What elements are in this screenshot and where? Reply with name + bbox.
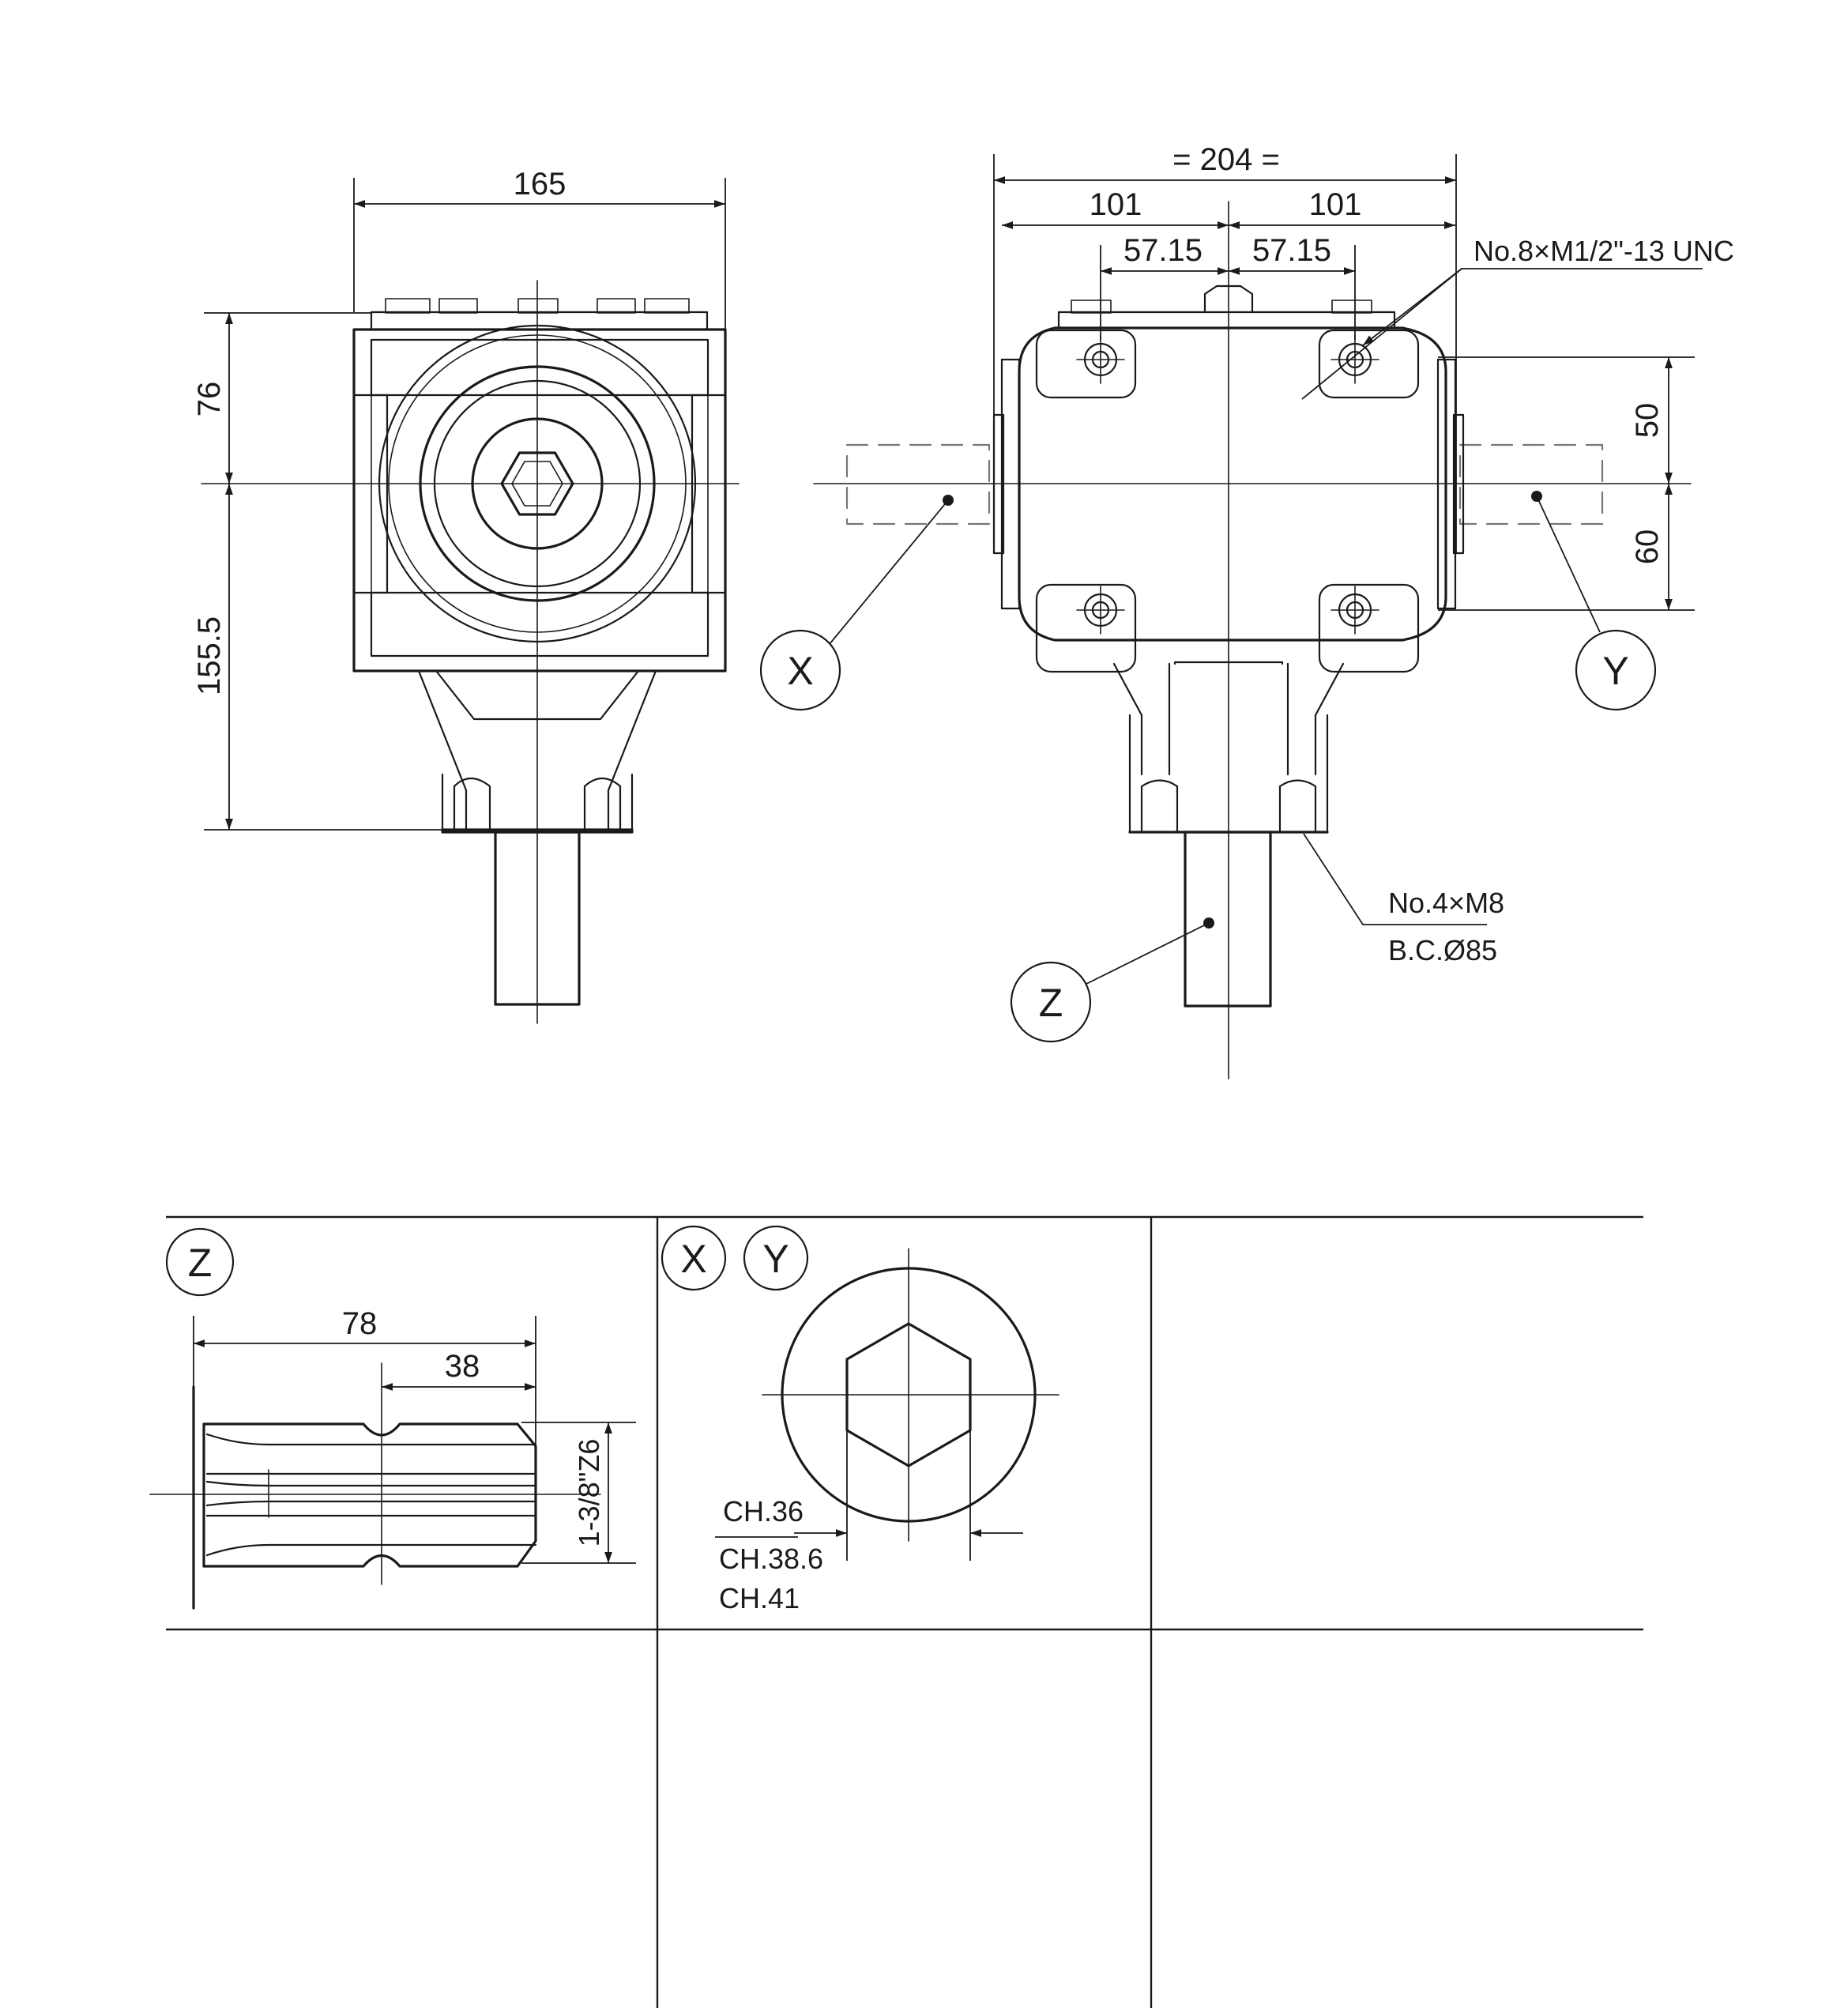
marker-x [759,629,841,711]
detail-y-marker-label: Y [762,1237,789,1281]
marker-x-label: X [787,649,813,693]
side-view: = 204 = 101 101 57.15 57.15 No.8×M1/2"-1… [759,142,1734,1079]
detail-y-marker [743,1225,809,1291]
detail-z-spline-spec: 1-3/8"Z6 [573,1439,605,1547]
detail-x-marker [661,1225,727,1291]
side-overall-width-dim: = 204 = [1172,142,1280,177]
hex-size-2: CH.38.6 [719,1543,823,1575]
marker-y-label: Y [1602,649,1628,693]
hex-size-3: CH.41 [719,1582,800,1614]
side-bolt-right-dim: 57.15 [1252,233,1331,268]
front-view: 165 76 155.5 [192,167,740,1024]
detail-z-spline-length-dim: 38 [445,1349,480,1384]
marker-z-label: Z [1039,981,1063,1025]
lower-offset-dim: 60 [1630,529,1665,565]
detail-z-marker-label: Z [188,1241,213,1285]
detail-z-length-dim: 78 [342,1306,378,1341]
marker-z [1010,961,1092,1043]
detail-x-marker-label: X [680,1237,706,1281]
side-bolt-holes [1076,335,1379,635]
upper-offset-dim: 50 [1630,403,1665,439]
hex-size-1: CH.36 [723,1495,804,1528]
front-top-bolts [385,298,690,314]
side-half-right-dim: 101 [1309,187,1362,222]
bottom-thread-callout: No.4×M8 [1388,887,1504,919]
side-half-left-dim: 101 [1090,187,1142,222]
bolt-circle-callout: B.C.Ø85 [1388,934,1497,966]
detail-z-marker [165,1227,235,1297]
front-width-dim: 165 [514,167,566,202]
front-height-bottom-dim: 155.5 [192,616,227,695]
detail-z: Z 78 38 1-3/8"Z6 [149,1227,636,1610]
marker-y [1575,629,1657,711]
front-height-top-dim: 76 [192,382,227,417]
detail-table [166,1215,1643,2008]
detail-xy: X Y CH.36 CH.38.6 CH.41 [661,1225,1059,1614]
top-thread-callout: No.8×M1/2"-13 UNC [1474,235,1734,267]
side-bolt-left-dim: 57.15 [1123,233,1203,268]
